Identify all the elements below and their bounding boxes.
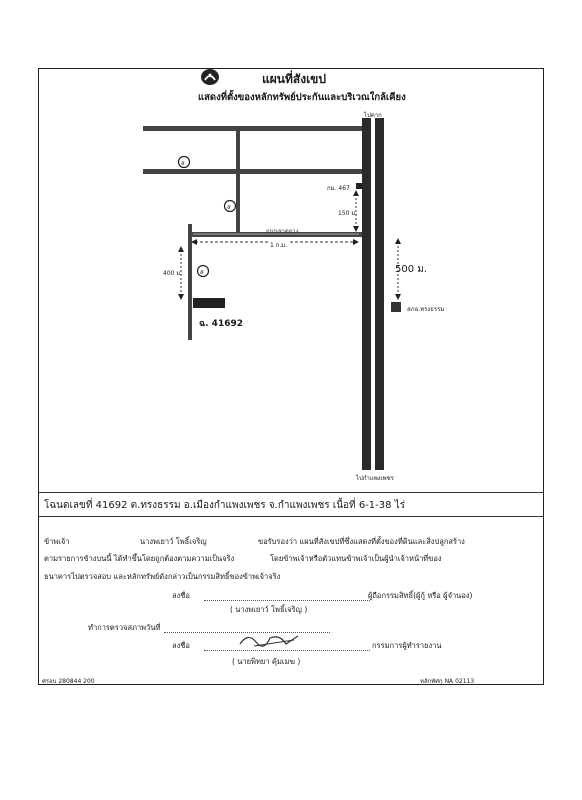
location-map [143, 118, 401, 470]
deed-bottom-divider [38, 516, 544, 517]
inspect-date-line [164, 632, 330, 633]
owner-sign-label: ลงชื่อ [172, 591, 190, 600]
footer-left-code: ศรอบ 280844 200 [42, 678, 95, 685]
officer-role: กรรมการผู้ทำรายงาน [372, 641, 442, 650]
label-400m: 400 ม. [163, 270, 183, 277]
parcel-block [193, 298, 225, 308]
document-frame [38, 68, 544, 685]
inspect-label: ทำการตรวจสภาพวันที่ [88, 623, 161, 632]
owner-name: ( นางพเยาว์ โพธิ์เจริญ ) [230, 605, 308, 614]
officer-sign-label: ลงชื่อ [172, 641, 190, 650]
deed-info: โฉนดเลขที่ 41692 ต.ทรงธรรม อ.เมืองกำแพงเ… [44, 500, 406, 511]
footer-right-code: หลักทัศกุ NA 02113 [420, 678, 475, 685]
road-top [143, 126, 375, 131]
officer-name: ( นายพิทยา คุ้มเมฆ ) [232, 657, 301, 666]
police-office-marker [391, 302, 401, 312]
statement-l2-a: ตามรายการข้างบนนี้ ได้ทำขึ้นโดยถูกต้องตา… [44, 554, 235, 563]
statement-l1-b: ขอรับรองว่า แผนที่สังเขปที่ซึ่งแสดงที่ตั… [258, 537, 465, 546]
marker-1: ส [181, 160, 185, 167]
statement-l3: ธนาคารไปตรวจสอบ และหลักทรัพย์ดังกล่าวเป็… [44, 572, 281, 581]
deed-top-divider [38, 492, 544, 493]
officer-signature-scribble [236, 630, 306, 650]
road-parcel [188, 224, 192, 340]
label-1km: 1 ก.ม. [268, 240, 290, 250]
marker-3: ส [200, 269, 204, 276]
bank-logo [200, 68, 220, 86]
owner-role: ผู้ถือกรรมสิทธิ์(ผู้กู้ หรือ ผู้จำนอง) [368, 591, 473, 600]
owner-sign-line [204, 600, 370, 601]
label-to-north: ไปตาก [364, 112, 382, 119]
label-police-office: สภอ.ทรงธรรม [407, 306, 445, 313]
statement-l1-a: ข้าพเจ้า [44, 537, 70, 546]
label-150m: 150 ม. [338, 210, 358, 217]
label-to-south: ไปกำแพงเพชร [356, 475, 394, 482]
road-middle [143, 169, 375, 174]
map-subtitle: แสดงที่ตั้งของหลักทรัพย์ประกันและบริเวณใ… [198, 92, 406, 103]
label-parcel: ฉ. 41692 [199, 319, 243, 329]
label-side-road: ถนนลาดยาง [266, 228, 299, 235]
statement-l2-b: โดยข้าพเจ้าหรือตัวแทนข้าพเจ้าเป็นผู้นำเจ… [270, 554, 442, 563]
label-main-road: ถนนพหลโยธิน [356, 266, 364, 304]
label-km-marker: กม. 467 [327, 185, 350, 192]
marker-2: ส [227, 204, 231, 211]
officer-sign-line [204, 650, 370, 651]
statement-l1-name: นางพเยาว์ โพธิ์เจริญ [140, 537, 207, 546]
map-title: แผนที่สังเขป [262, 72, 326, 86]
road-branch [236, 131, 240, 234]
label-500m: 500 ม. [395, 264, 428, 275]
